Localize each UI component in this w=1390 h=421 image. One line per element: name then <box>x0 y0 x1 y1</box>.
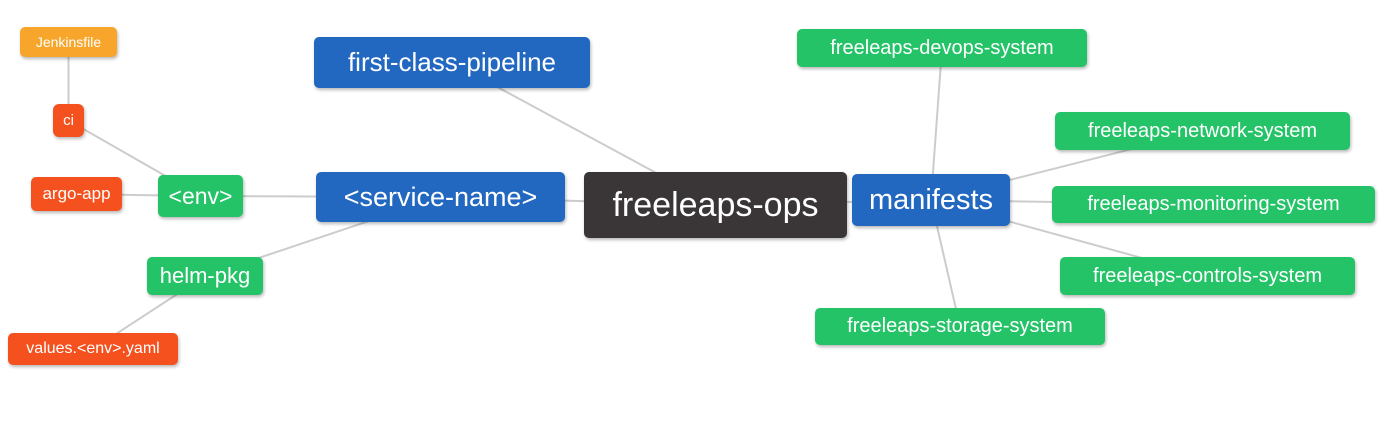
node-freeleaps-controls-system[interactable]: freeleaps-controls-system <box>1060 257 1355 295</box>
node-helm-pkg[interactable]: helm-pkg <box>147 257 263 295</box>
node-label: helm-pkg <box>159 263 251 288</box>
node-env[interactable]: <env> <box>158 175 243 217</box>
node-jenkinsfile[interactable]: Jenkinsfile <box>20 27 117 57</box>
node-label: freeleaps-devops-system <box>830 36 1054 59</box>
node-label: values.<env>.yaml <box>26 340 160 357</box>
node-label: Jenkinsfile <box>35 34 102 50</box>
node-service-name[interactable]: <service-name> <box>316 172 565 222</box>
node-label: ci <box>63 112 74 129</box>
node-label: freeleaps-monitoring-system <box>1087 193 1340 215</box>
node-freeleaps-monitoring-system[interactable]: freeleaps-monitoring-system <box>1052 186 1375 223</box>
node-manifests[interactable]: manifests <box>852 174 1010 226</box>
node-values-env-yaml[interactable]: values.<env>.yaml <box>8 333 178 365</box>
node-label: first-class-pipeline <box>347 47 557 77</box>
node-label: freeleaps-controls-system <box>1093 264 1322 287</box>
node-first-class-pipeline[interactable]: first-class-pipeline <box>314 37 590 88</box>
node-freeleaps-devops-system[interactable]: freeleaps-devops-system <box>797 29 1087 67</box>
node-label: <service-name> <box>343 181 538 212</box>
node-label: manifests <box>868 183 994 216</box>
node-label: freeleaps-ops <box>612 185 819 224</box>
node-freeleaps-storage-system[interactable]: freeleaps-storage-system <box>815 308 1105 345</box>
node-label: <env> <box>168 182 233 209</box>
node-argo-app[interactable]: argo-app <box>31 177 122 211</box>
node-label: freeleaps-network-system <box>1088 119 1317 142</box>
node-freeleaps-ops[interactable]: freeleaps-ops <box>584 172 847 238</box>
node-ci[interactable]: ci <box>53 104 84 137</box>
node-freeleaps-network-system[interactable]: freeleaps-network-system <box>1055 112 1350 150</box>
node-label: argo-app <box>42 184 111 203</box>
node-label: freeleaps-storage-system <box>847 315 1073 337</box>
